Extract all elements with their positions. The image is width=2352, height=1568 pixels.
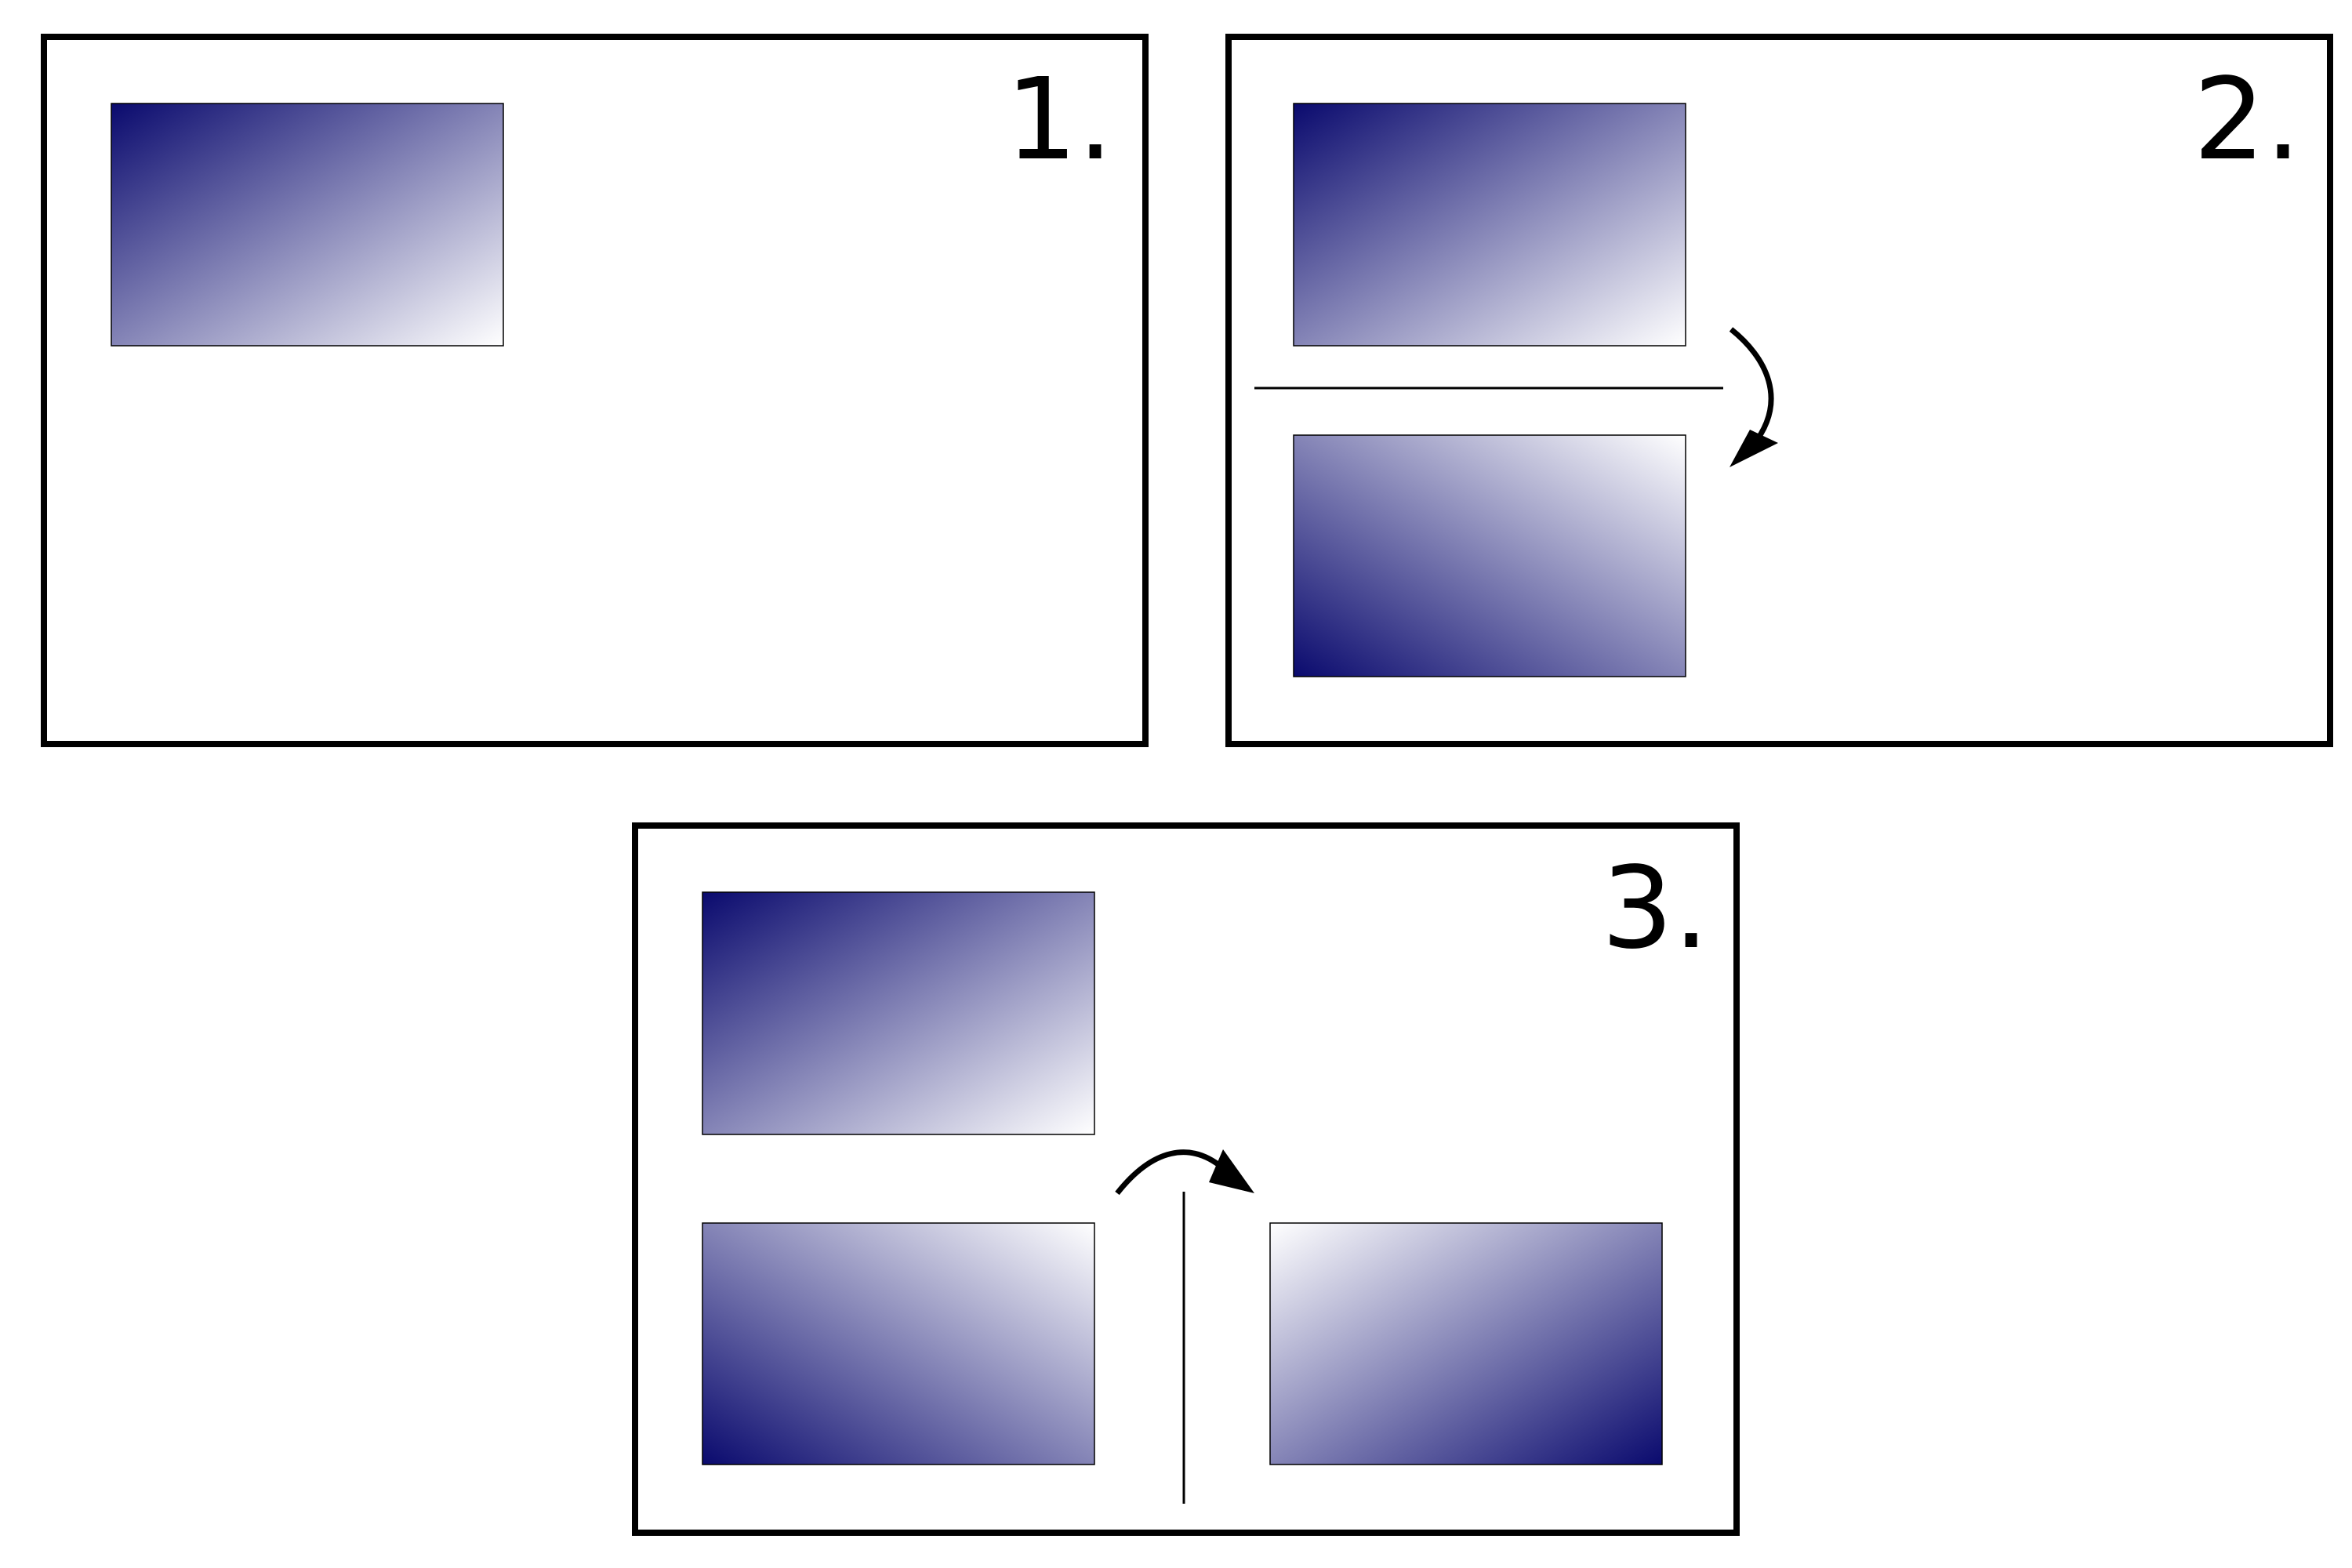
vertically-flipped-rectangle	[702, 1222, 1095, 1465]
panel-2: 2.	[1225, 34, 2333, 747]
original-rectangle	[702, 891, 1095, 1135]
vertically-flipped-rectangle	[1293, 434, 1686, 677]
curved-arrow-icon	[1115, 1149, 1254, 1196]
curved-arrow-icon	[1729, 327, 1778, 467]
panel-3: 3.	[632, 822, 1740, 1536]
panel-1: 1.	[41, 34, 1149, 747]
panel-3-number: 3.	[1602, 842, 1709, 974]
original-rectangle	[111, 103, 504, 347]
panel-1-number: 1.	[1006, 53, 1113, 185]
horizontally-flipped-rectangle	[1269, 1222, 1663, 1465]
panel-2-number: 2.	[2194, 53, 2301, 185]
original-rectangle	[1293, 103, 1686, 347]
